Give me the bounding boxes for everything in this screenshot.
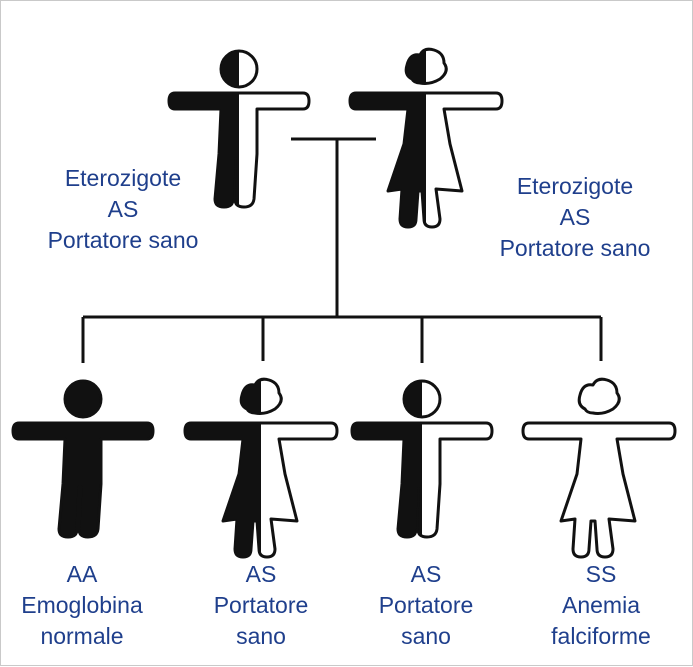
child-2-genotype: AS (245, 561, 277, 587)
female-outline-icon (521, 377, 677, 559)
child-1-genotype: AA (66, 561, 98, 587)
father-label-line-3: Portatore sano (47, 227, 199, 253)
connector-lines (81, 137, 603, 363)
child-3-line-1: Portatore (378, 592, 474, 618)
child-1-line-1: Emoglobina (21, 592, 143, 618)
father-label-line-1: Eterozigote (64, 165, 182, 191)
child-4-line-2: falciforme (551, 623, 651, 649)
mother-label: Eterozigote AS Portatore sano (475, 171, 675, 264)
mother-genotype: AS (559, 204, 591, 230)
child-1-line-2: normale (40, 623, 124, 649)
male-half-filled-icon (350, 379, 494, 539)
child-3-label: AS Portatore sano (351, 559, 501, 652)
father-label: Eterozigote AS Portatore sano (23, 163, 223, 256)
child-2-line-2: sano (236, 623, 286, 649)
child-4-label: SS Anemia falciforme (521, 559, 681, 652)
child-2-line-1: Portatore (213, 592, 309, 618)
child-1-label: AA Emoglobina normale (7, 559, 157, 652)
child-3-line-2: sano (401, 623, 451, 649)
child-2-label: AS Portatore sano (186, 559, 336, 652)
child-4-genotype: SS (585, 561, 617, 587)
male-filled-icon (11, 379, 155, 539)
mother-label-line-3: Portatore sano (499, 235, 651, 261)
father-genotype: AS (107, 196, 139, 222)
child-4-line-1: Anemia (562, 592, 640, 618)
female-half-filled-icon (183, 377, 339, 559)
mother-label-line-1: Eterozigote (516, 173, 634, 199)
child-3-genotype: AS (410, 561, 442, 587)
